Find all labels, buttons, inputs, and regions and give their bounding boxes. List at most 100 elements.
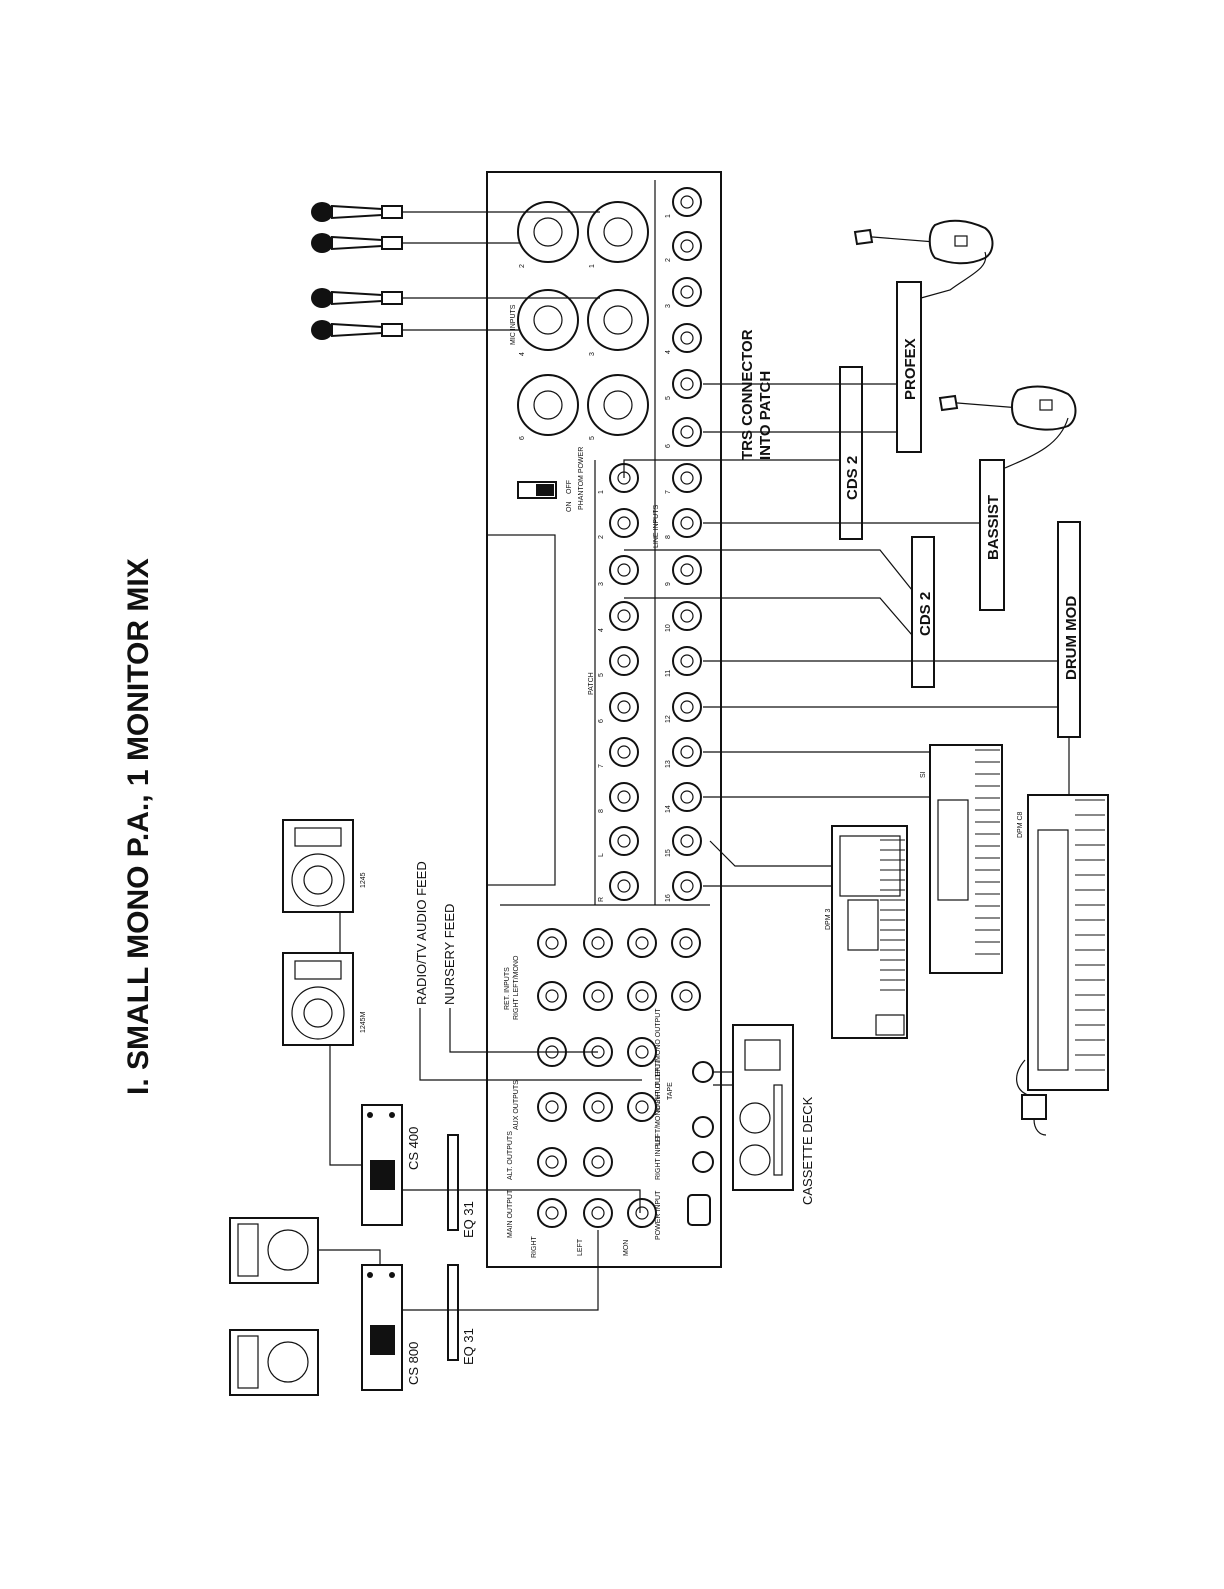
- microphone: [311, 320, 402, 340]
- jack[interactable]: [673, 872, 701, 900]
- eq31-upper: [448, 1135, 458, 1230]
- jack[interactable]: [673, 232, 701, 260]
- jack[interactable]: [672, 929, 700, 957]
- main-right-label: RIGHT: [531, 1236, 538, 1259]
- jack[interactable]: [610, 647, 638, 675]
- jack[interactable]: [610, 827, 638, 855]
- jack[interactable]: [610, 738, 638, 766]
- patch-number: 7: [598, 764, 605, 768]
- bass-guitar: [940, 387, 1076, 430]
- patch-number: 3: [598, 582, 605, 586]
- profex-label: PROFEX: [902, 338, 919, 400]
- line-number: 13: [665, 760, 672, 768]
- radio-feed-label: RADIO/TV AUDIO FEED: [414, 861, 429, 1005]
- jack[interactable]: [672, 982, 700, 1010]
- line-number: 15: [665, 849, 672, 857]
- jack[interactable]: [610, 602, 638, 630]
- keyboard-si: [930, 745, 1002, 973]
- jack[interactable]: [538, 1093, 566, 1121]
- power-socket[interactable]: [688, 1195, 710, 1225]
- jack[interactable]: [673, 418, 701, 446]
- line-number: 9: [665, 582, 672, 586]
- mon-jack[interactable]: [628, 1199, 656, 1227]
- mic-number: 5: [589, 436, 596, 440]
- alt-outputs-label: ALT. OUTPUTS: [507, 1131, 514, 1180]
- jack[interactable]: [538, 929, 566, 957]
- jack[interactable]: [673, 556, 701, 584]
- jack[interactable]: [584, 929, 612, 957]
- mic-number: 1: [589, 264, 596, 268]
- patch-number: L: [598, 853, 605, 857]
- line-number: 10: [665, 624, 672, 632]
- keyboard-dpm-c8: [1028, 795, 1108, 1090]
- jack[interactable]: [673, 602, 701, 630]
- jack[interactable]: [610, 783, 638, 811]
- cds2-top-unit: [840, 367, 862, 539]
- jack[interactable]: [673, 188, 701, 216]
- jack[interactable]: [584, 1093, 612, 1121]
- tape-in-jack[interactable]: [693, 1117, 713, 1137]
- jack[interactable]: [673, 783, 701, 811]
- jack[interactable]: [610, 693, 638, 721]
- jack[interactable]: [610, 556, 638, 584]
- jack[interactable]: [628, 982, 656, 1010]
- patch-number: R: [598, 897, 605, 902]
- line-number: 2: [665, 258, 672, 262]
- trs-label-line1: TRS CONNECTOR: [739, 329, 756, 460]
- main-output-label: MAIN OUTPUT: [507, 1189, 514, 1238]
- jack[interactable]: [610, 872, 638, 900]
- patch-number: 2: [598, 535, 605, 539]
- jack[interactable]: [628, 1093, 656, 1121]
- speaker-monitor: [230, 1218, 318, 1283]
- alt-left-jack[interactable]: [584, 1148, 612, 1176]
- foot-pedal: [1022, 1095, 1046, 1119]
- jack[interactable]: [673, 647, 701, 675]
- jack[interactable]: [673, 693, 701, 721]
- line-number: 11: [665, 670, 672, 677]
- patch-label: PATCH: [588, 672, 595, 695]
- speaker-monitor: [230, 1330, 318, 1395]
- tape-in-jack[interactable]: [693, 1152, 713, 1172]
- keyboard-dpm3: [832, 826, 907, 1038]
- jack[interactable]: [628, 929, 656, 957]
- tape-out-jack[interactable]: [693, 1062, 713, 1082]
- mic-inputs-label: MIC INPUTS: [510, 304, 517, 345]
- ret-right-left-label: RIGHT LEFT/MONO: [513, 955, 520, 1020]
- jack[interactable]: [673, 324, 701, 352]
- bassist-label: BASSIST: [985, 495, 1002, 560]
- patch-number: 6: [598, 719, 605, 723]
- main-left-jack[interactable]: [584, 1199, 612, 1227]
- mic-number: 3: [589, 352, 596, 356]
- speaker-1245: [283, 820, 353, 912]
- line-number: 4: [665, 350, 672, 354]
- microphones: [311, 202, 402, 340]
- cs400-label: CS 400: [406, 1127, 421, 1170]
- jack[interactable]: [673, 278, 701, 306]
- patch-number: 5: [598, 673, 605, 677]
- cs800-label: CS 800: [406, 1342, 421, 1385]
- jack[interactable]: [673, 464, 701, 492]
- phantom-on-label: ON: [566, 502, 573, 513]
- jack[interactable]: [628, 1038, 656, 1066]
- jack[interactable]: [610, 509, 638, 537]
- mic-number: 6: [519, 436, 526, 440]
- jack[interactable]: [538, 982, 566, 1010]
- jack[interactable]: [673, 738, 701, 766]
- jack[interactable]: [584, 982, 612, 1010]
- patch-number: 8: [598, 809, 605, 813]
- tape-label: TAPE: [667, 1082, 674, 1100]
- jack[interactable]: [673, 370, 701, 398]
- dpm-c8-label: DPM C8: [1017, 811, 1024, 838]
- eq31-lower-label: EQ 31: [461, 1328, 476, 1365]
- main-right-jack[interactable]: [538, 1199, 566, 1227]
- mixer: MIC INPUTS 2 1 4 3 6 5 ON OFF PHANTOM PO…: [487, 172, 721, 1267]
- jack[interactable]: [673, 509, 701, 537]
- alt-right-jack[interactable]: [538, 1148, 566, 1176]
- cds2-top-label: CDS 2: [844, 456, 861, 500]
- jack[interactable]: [673, 827, 701, 855]
- speaker-1245m: [283, 953, 353, 1045]
- line-number: 6: [665, 444, 672, 448]
- cds2-bottom-label: CDS 2: [917, 592, 934, 636]
